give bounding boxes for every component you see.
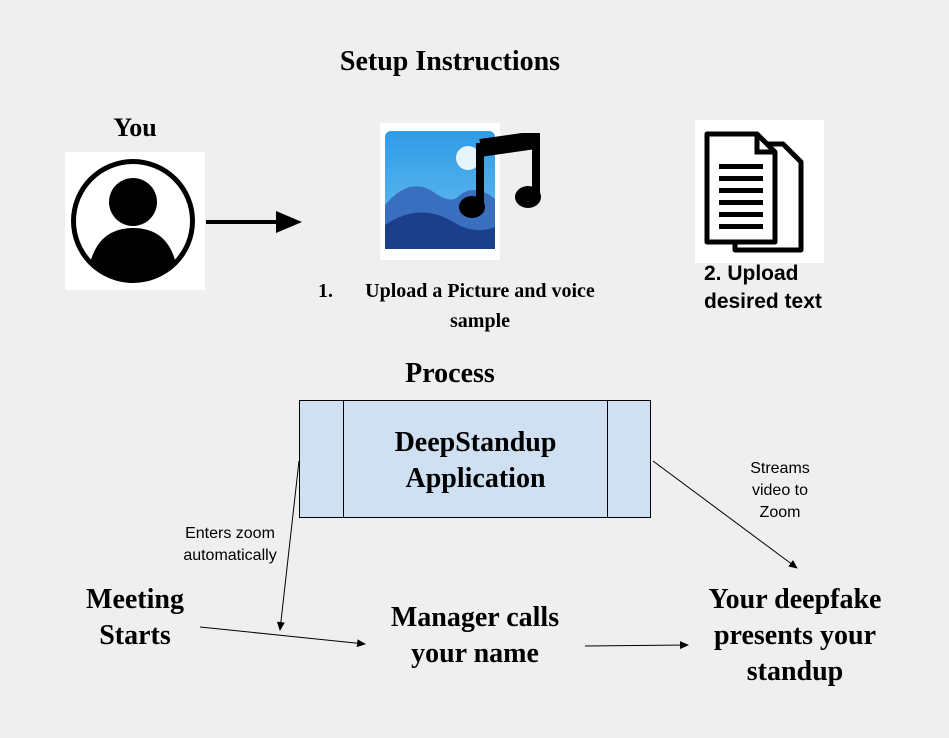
setup-title: Setup Instructions <box>339 46 561 77</box>
step-2-label: 2. Upload desired text <box>704 262 822 313</box>
process-title: Process <box>405 358 495 389</box>
user-avatar-icon <box>65 152 205 290</box>
deepfake-presents-node: Your deepfake presents your standup <box>708 584 882 687</box>
manager-to-deepfake-arrow <box>584 641 689 650</box>
app-box-left-divider <box>343 401 344 517</box>
music-note-icon <box>458 130 542 223</box>
app-box-right-divider <box>607 401 608 517</box>
deepstandup-app-box <box>299 400 651 518</box>
meeting-to-manager-arrow <box>199 626 366 648</box>
deepstandup-app-label: DeepStandup Application <box>394 427 557 494</box>
step-1-number: 1. <box>318 280 333 302</box>
document-icon <box>695 120 824 263</box>
manager-calls-node: Manager calls your name <box>390 602 560 669</box>
step-1-text: Upload a Picture and voice sample <box>365 280 595 332</box>
app-to-meeting-arrow <box>276 460 300 631</box>
you-to-upload-arrow <box>206 211 302 233</box>
streams-edge-label: Streams video to Zoom <box>750 460 810 521</box>
you-label: You <box>113 113 157 142</box>
meeting-starts-node: Meeting Starts <box>86 584 184 651</box>
enters-edge-label: Enters zoom automatically <box>183 525 277 564</box>
app-to-deepfake-arrow <box>652 460 798 569</box>
